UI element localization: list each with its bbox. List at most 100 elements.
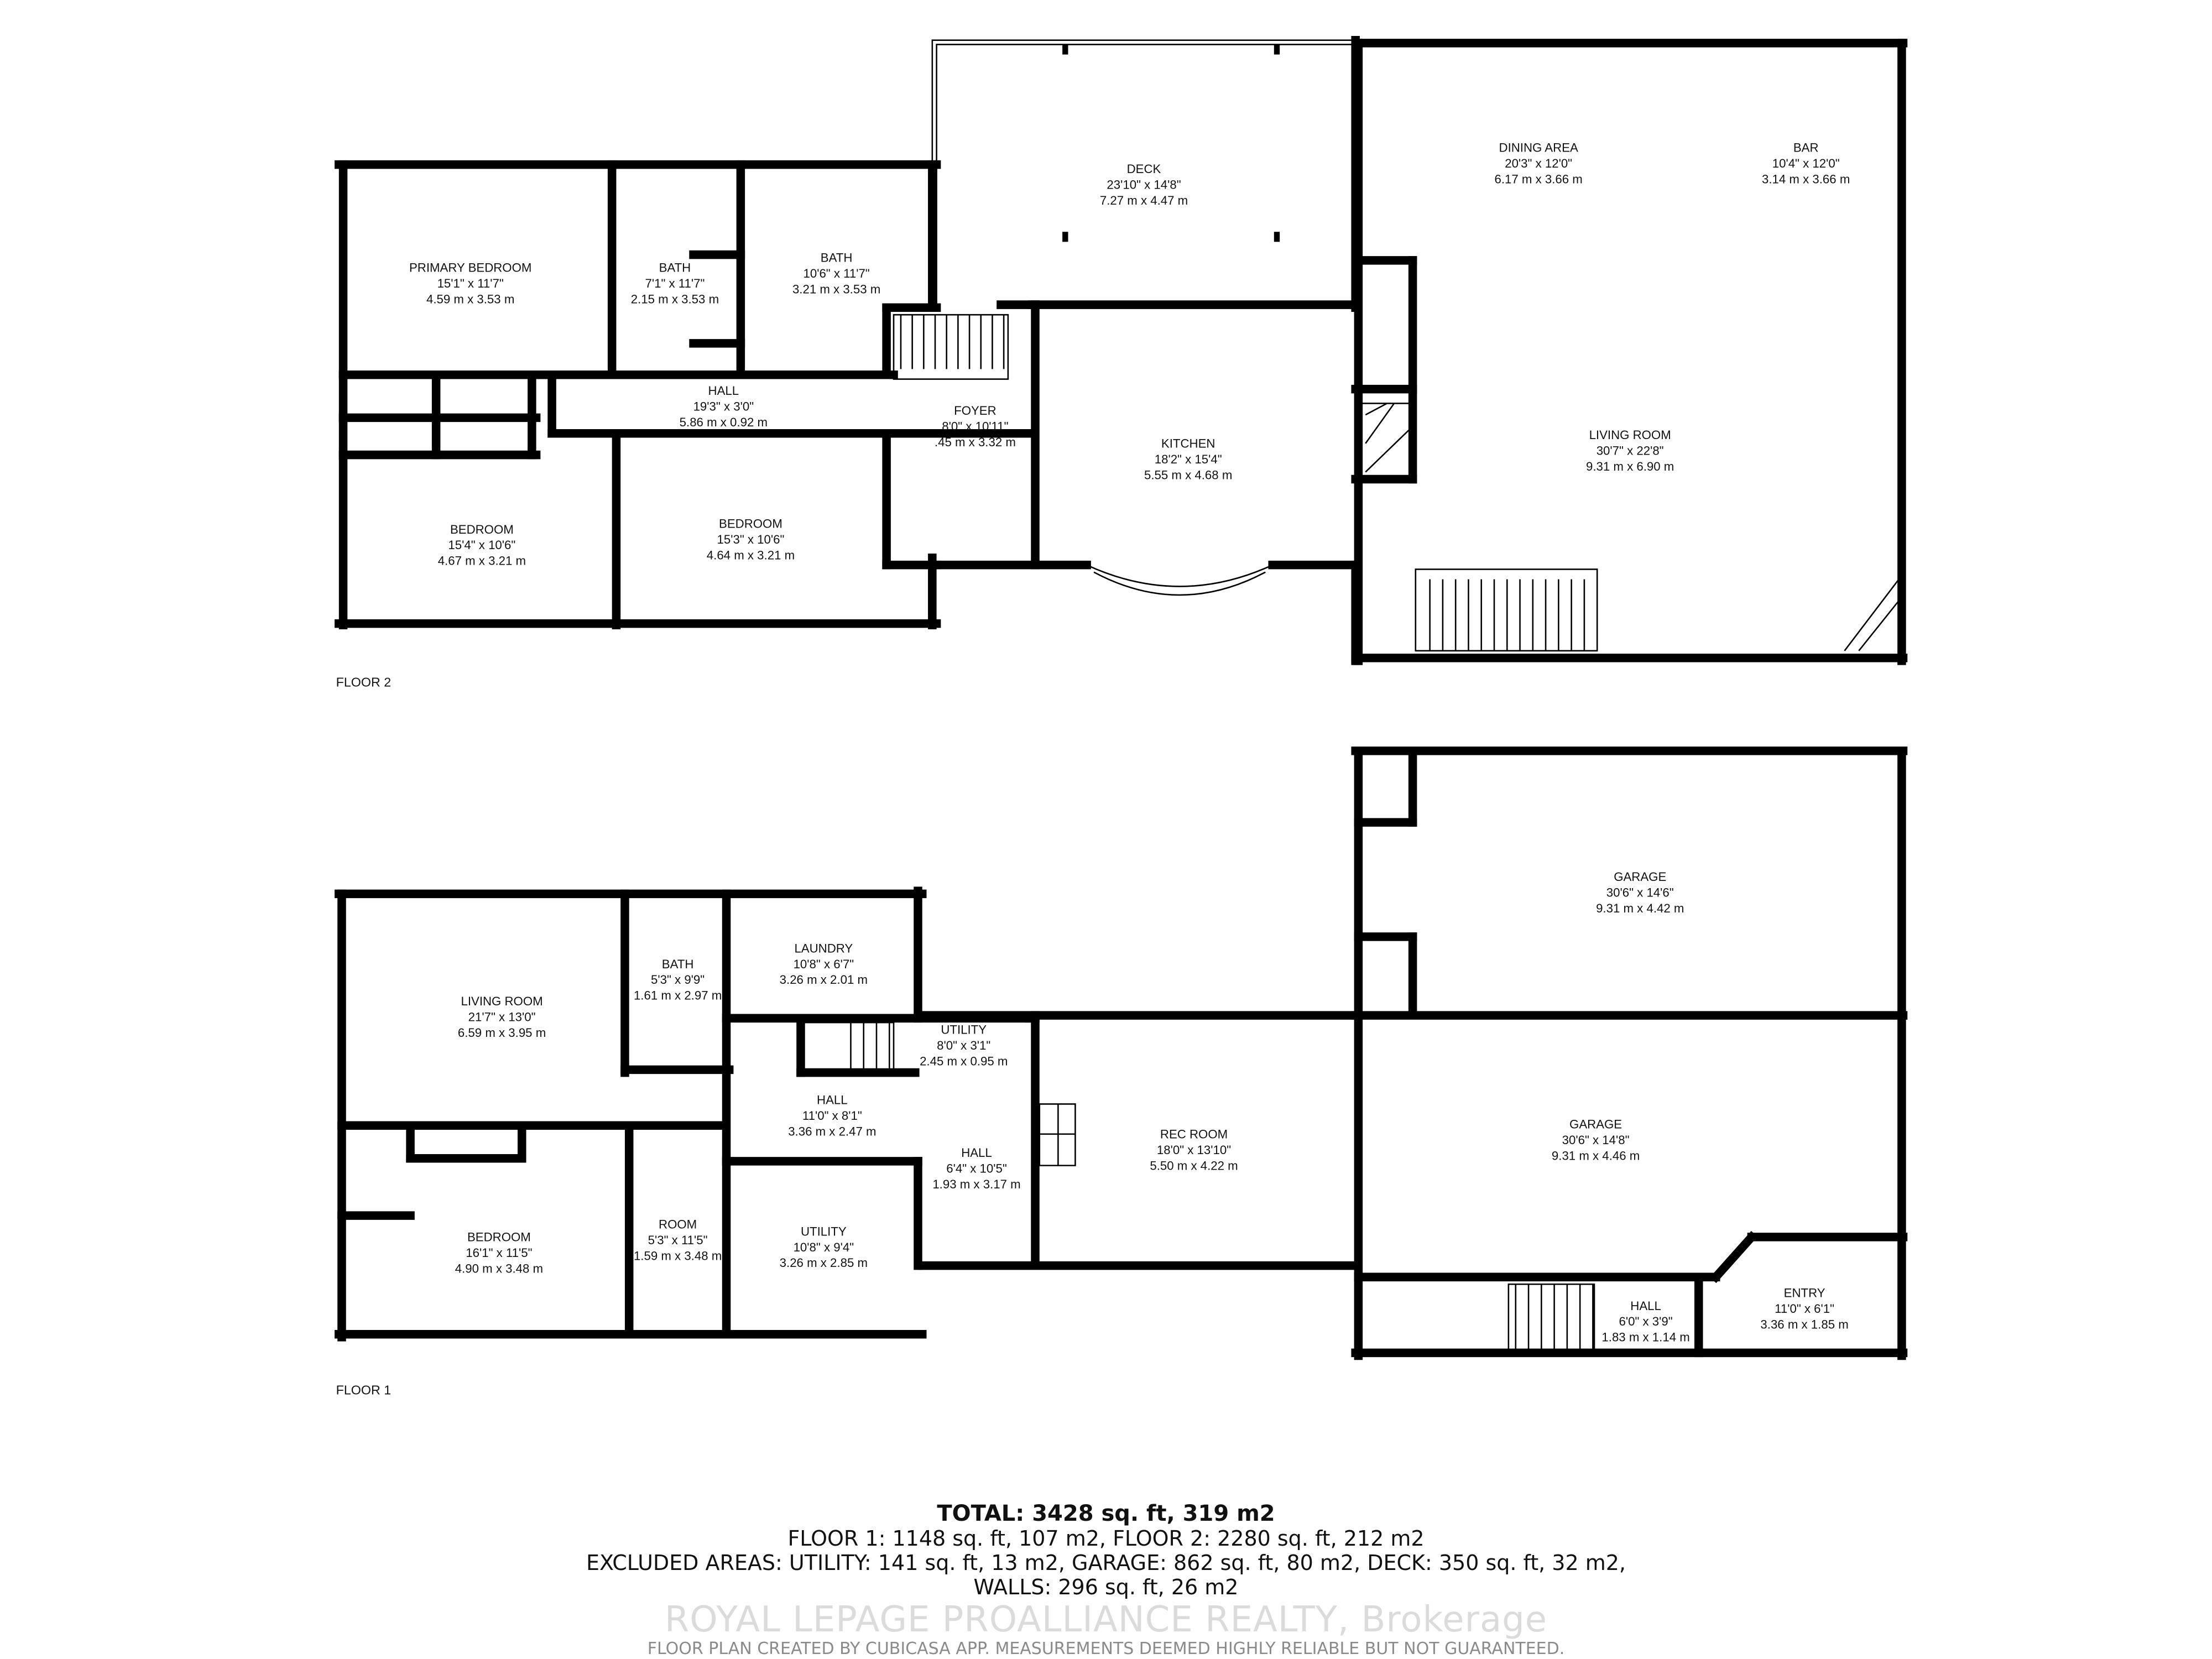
room-metric: 3.14 m x 3.66 m (1762, 172, 1850, 186)
room-label: GARAGE 30'6" x 14'8" 9.31 m x 4.46 m (1552, 1117, 1640, 1162)
room-metric: 9.31 m x 6.90 m (1586, 460, 1674, 473)
staircase-icon (1507, 1283, 1595, 1351)
room-label: LIVING ROOM 21'7" x 13'0" 6.59 m x 3.95 m (458, 994, 546, 1040)
room-imperial: 11'0" x 8'1" (802, 1109, 862, 1123)
room-imperial: 8'0" x 10'11" (942, 420, 1008, 434)
room-metric: 5.50 m x 4.22 m (1150, 1159, 1238, 1172)
floor-2-label: FLOOR 2 (336, 675, 392, 689)
room-imperial: 30'6" x 14'8" (1562, 1133, 1630, 1147)
room-imperial: 15'1" x 11'7" (437, 276, 504, 290)
room-imperial: 5'3" x 9'9" (651, 973, 705, 987)
room-name: GARAGE (1569, 1117, 1622, 1131)
deck-railing (936, 44, 1356, 308)
deck-post (1274, 232, 1280, 242)
room-metric: 4.67 m x 3.21 m (438, 554, 526, 568)
deck-post (1062, 232, 1068, 242)
room-imperial: 15'4" x 10'6" (448, 538, 515, 552)
room-metric: .45 m x 3.32 m (935, 435, 1016, 449)
room-metric: 1.83 m x 1.14 m (1601, 1331, 1689, 1344)
room-metric: 1.93 m x 3.17 m (932, 1177, 1020, 1191)
room-imperial: 6'4" x 10'5" (946, 1162, 1007, 1176)
room-imperial: 7'1" x 11'7" (645, 276, 705, 290)
room-imperial: 6'0" x 3'9" (1619, 1314, 1673, 1328)
room-imperial: 19'3" x 3'0" (693, 399, 754, 413)
staircase-icon (1415, 568, 1598, 652)
room-name: LIVING ROOM (461, 994, 542, 1008)
room-imperial: 11'0" x 6'1" (1775, 1302, 1834, 1316)
room-metric: 3.36 m x 1.85 m (1760, 1317, 1848, 1331)
room-name: UTILITY (941, 1023, 987, 1037)
room-imperial: 21'7" x 13'0" (468, 1010, 536, 1024)
room-imperial: 8'0" x 3'1" (937, 1039, 990, 1052)
deck-post (1274, 44, 1280, 55)
room-name: BATH (659, 261, 691, 275)
room-label: FOYER 8'0" x 10'11".45 m x 3.32 m (935, 404, 1016, 449)
room-name: ROOM (659, 1217, 697, 1231)
total-area: TOTAL: 3428 sq. ft, 319 m2 (937, 1501, 1275, 1526)
room-name: LAUNDRY (794, 941, 853, 955)
room-metric: 3.36 m x 2.47 m (788, 1124, 876, 1138)
room-metric: 9.31 m x 4.42 m (1596, 901, 1684, 915)
room-imperial: 16'1" x 11'5" (466, 1246, 532, 1260)
room-metric: 6.59 m x 3.95 m (458, 1026, 546, 1040)
room-label: BATH 5'3" x 9'9" 1.61 m x 2.97 m (634, 957, 722, 1003)
room-name: REC ROOM (1160, 1128, 1228, 1141)
room-name: HALL (1630, 1299, 1661, 1313)
room-imperial: 10'8" x 9'4" (794, 1240, 854, 1254)
room-metric: 1.59 m x 3.48 m (634, 1249, 722, 1262)
staircase-icon (804, 1021, 895, 1073)
walls (335, 35, 1908, 1360)
room-label: BEDROOM 16'1" x 11'5" 4.90 m x 3.48 m (455, 1230, 543, 1276)
watermark: ROYAL LEPAGE PROALLIANCE REALTY, Brokera… (664, 1599, 1548, 1640)
room-name: GARAGE (1614, 870, 1666, 884)
room-name: BATH (662, 957, 694, 971)
room-name: BAR (1793, 140, 1819, 154)
room-imperial: 20'3" x 12'0" (1505, 156, 1572, 170)
room-metric: 7.27 m x 4.47 m (1100, 194, 1188, 207)
deck-post (1062, 44, 1068, 55)
fixtures (804, 39, 1900, 1351)
room-imperial: 23'10" x 14'8" (1107, 178, 1181, 192)
room-label: HALL 11'0" x 8'1"3.36 m x 2.47 m (788, 1093, 876, 1138)
staircase-icon (893, 314, 1009, 380)
excluded-areas: EXCLUDED AREAS: UTILITY: 141 sq. ft, 13 … (586, 1551, 1626, 1575)
room-metric: 5.55 m x 4.68 m (1144, 468, 1232, 482)
room-metric: 4.90 m x 3.48 m (455, 1262, 543, 1276)
room-name: UTILITY (801, 1224, 847, 1238)
stairs-corner (1844, 578, 1900, 651)
room-imperial: 5'3" x 11'5" (648, 1233, 708, 1247)
room-metric: 9.31 m x 4.46 m (1552, 1149, 1640, 1162)
room-metric: 2.45 m x 0.95 m (920, 1055, 1008, 1068)
room-name: PRIMARY BEDROOM (409, 261, 531, 275)
room-name: HALL (708, 384, 739, 398)
deck-railing (931, 39, 1356, 308)
room-name: BEDROOM (450, 523, 514, 536)
floor-areas: FLOOR 1: 1148 sq. ft, 107 m2, FLOOR 2: 2… (787, 1526, 1425, 1551)
room-metric: 1.61 m x 2.97 m (634, 989, 722, 1003)
room-name: HALL (817, 1093, 848, 1107)
room-metric: 3.21 m x 3.53 m (792, 282, 880, 296)
room-name: LIVING ROOM (1589, 428, 1671, 442)
room-label: UTILITY 8'0" x 3'1" 2.45 m x 0.95 m (920, 1023, 1008, 1068)
room-name: FOYER (954, 404, 997, 418)
room-imperial: 10'6" x 11'7" (803, 267, 869, 280)
room-name: BEDROOM (467, 1230, 531, 1244)
fireplace-icon (1360, 403, 1411, 477)
room-metric: 2.15 m x 3.53 m (631, 292, 719, 306)
room-name: HALL (961, 1146, 992, 1160)
